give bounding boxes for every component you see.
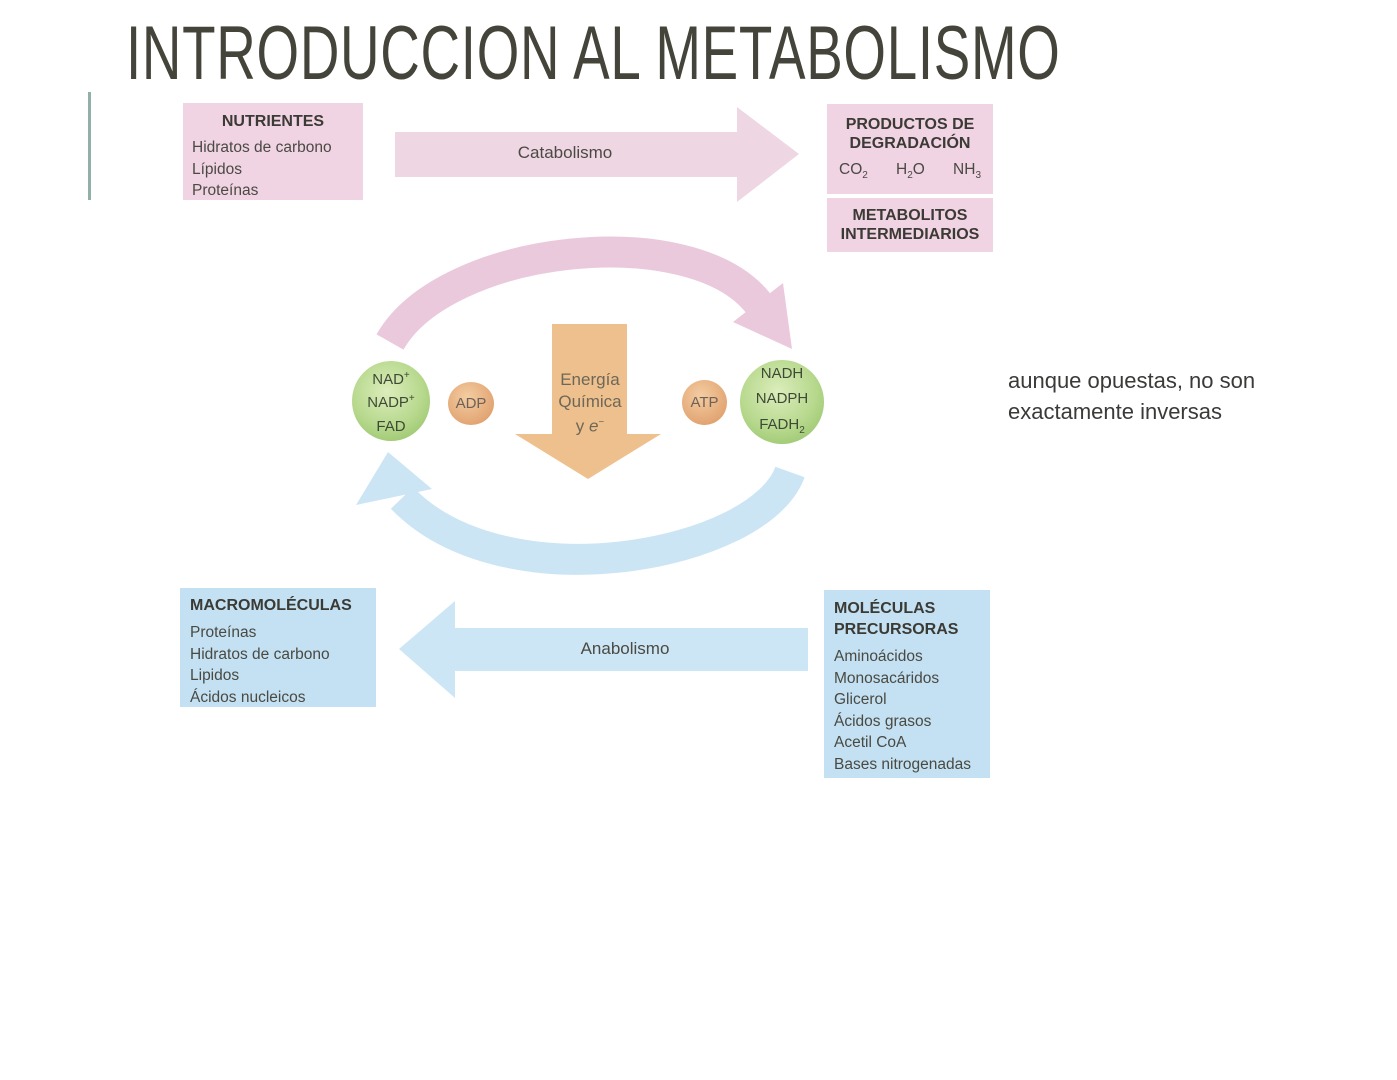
productos-degradacion-box: PRODUCTOS DE DEGRADACIÓN CO2 H2O NH3: [827, 104, 993, 194]
formula-nh3: NH3: [953, 161, 981, 182]
moleculas-title-line2: PRECURSORAS: [834, 621, 959, 638]
nutrientes-item: Hidratos de carbono: [192, 139, 332, 156]
adp-circle: ADP: [448, 382, 494, 425]
catabolic-cycle-curve: [376, 236, 771, 351]
moleculas-item: Ácidos grasos: [834, 712, 932, 730]
moleculas-item: Aminoácidos: [834, 648, 923, 665]
oxidized-coenzymes-circle: NAD+ NADP+ FAD: [352, 361, 430, 441]
anabolismo-arrow-label: Anabolismo: [580, 639, 670, 658]
adp-label: ADP: [455, 395, 487, 412]
annotation-line2: exactamente inversas: [1008, 399, 1222, 424]
accent-line: [88, 92, 91, 200]
atp-circle: ATP: [682, 380, 727, 425]
macromoleculas-item: Hidratos de carbono: [190, 645, 330, 663]
macromoleculas-item: Lipidos: [190, 667, 240, 684]
nutrientes-item: Proteínas: [192, 182, 259, 199]
macromoleculas-title: MACROMOLÉCULAS: [190, 597, 352, 614]
degradation-products-formulas: CO2 H2O NH3: [827, 161, 993, 181]
anabolic-cycle-curve: [390, 465, 805, 575]
metabolitos-intermediarios-box: METABOLITOS INTERMEDIARIOS: [827, 198, 993, 252]
moleculas-item: Acetil CoA: [834, 734, 907, 751]
nutrientes-item: Lípidos: [192, 160, 242, 178]
slide-title: INTRODUCCION AL METABOLISMO: [126, 11, 1061, 96]
nutrientes-box: NUTRIENTES Hidratos de carbono Lípidos P…: [183, 103, 363, 200]
macromoleculas-box: MACROMOLÉCULAS Proteínas Hidratos de car…: [180, 588, 376, 707]
energy-label: Energía Química y e−: [520, 369, 660, 437]
moleculas-precursoras-box: MOLÉCULAS PRECURSORAS Aminoácidos Monosa…: [824, 590, 990, 778]
productos-title-line2: DEGRADACIÓN: [849, 135, 971, 152]
coenzyme-nadp: NADP+: [367, 393, 415, 412]
coenzyme-fadh2: FADH2: [759, 415, 805, 436]
macromoleculas-item: Proteínas: [190, 624, 257, 641]
annotation-line1: aunque opuestas, no son: [1008, 368, 1256, 393]
formula-h2o: H2O: [896, 161, 925, 182]
reduced-coenzymes-circle: NADH NADPH FADH2: [740, 360, 824, 444]
coenzyme-nadh: NADH: [760, 364, 804, 382]
moleculas-item: Bases nitrogenadas: [834, 755, 972, 773]
annotation-text: aunque opuestas, no son exactamente inve…: [1008, 365, 1255, 427]
formula-co2: CO2: [839, 161, 868, 182]
catabolismo-arrow-label: Catabolismo: [517, 143, 613, 162]
moleculas-item: Monosacáridos: [834, 669, 940, 687]
atp-label: ATP: [690, 394, 719, 411]
coenzyme-nadph: NADPH: [755, 390, 809, 408]
productos-title-line1: PRODUCTOS DE: [845, 116, 975, 133]
metabolitos-title-line1: METABOLITOS: [852, 207, 968, 224]
productos-title: PRODUCTOS DE DEGRADACIÓN: [827, 115, 993, 153]
energy-line1: Energía: [560, 370, 620, 389]
energy-line2: Química: [558, 391, 622, 411]
coenzyme-nad: NAD+: [372, 369, 410, 388]
moleculas-item: Glicerol: [834, 691, 887, 708]
metabolitos-title-line2: INTERMEDIARIOS: [840, 226, 980, 243]
nutrientes-title: NUTRIENTES: [221, 113, 325, 130]
macromoleculas-item: Ácidos nucleicos: [190, 688, 306, 706]
anabolic-cycle-arrowhead: [356, 452, 432, 505]
coenzyme-fad: FAD: [376, 417, 406, 435]
catabolic-cycle-arrowhead: [733, 283, 792, 349]
moleculas-title-line1: MOLÉCULAS: [834, 600, 936, 617]
energy-line3: y e−: [575, 416, 605, 436]
